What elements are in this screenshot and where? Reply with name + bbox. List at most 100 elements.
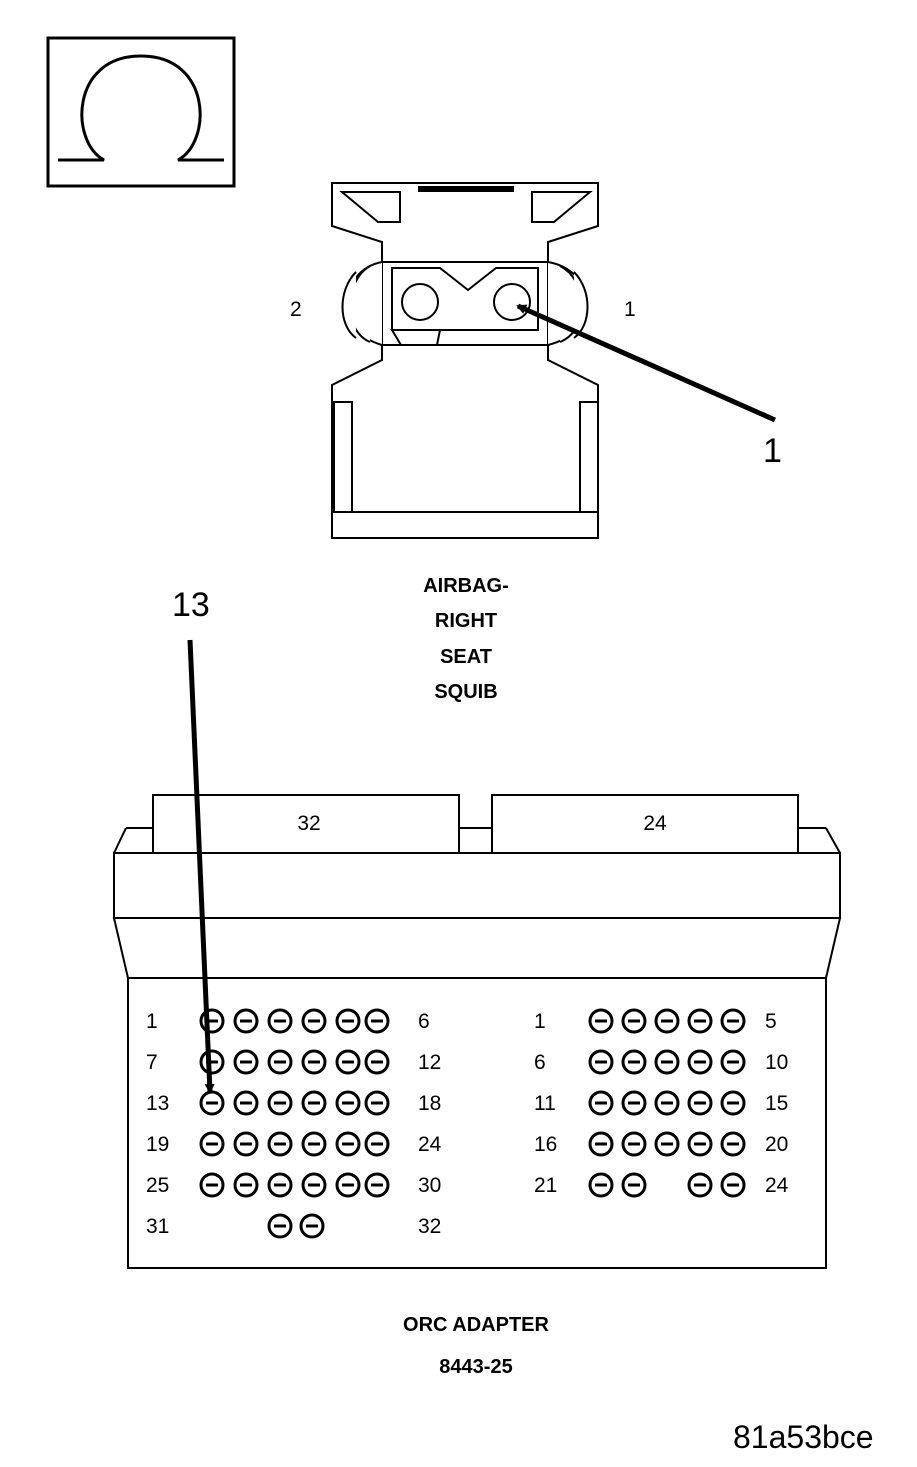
left-block-pin	[199, 1090, 225, 1116]
squib-pin-1	[493, 283, 531, 321]
right-row-3-end: 15	[765, 1092, 788, 1115]
left-block-pin	[267, 1131, 293, 1157]
squib-caption-line-1: AIRBAG-	[423, 575, 509, 597]
adapter-caption-line-2: 8443-25	[439, 1356, 512, 1378]
left-block-pin	[199, 1049, 225, 1075]
left-block-pin	[335, 1172, 361, 1198]
right-row-1-start: 1	[534, 1010, 546, 1033]
left-block-pin	[364, 1131, 390, 1157]
squib-pin-left-label: 2	[290, 298, 302, 321]
right-row-3-start: 11	[534, 1092, 556, 1115]
right-block-pin	[687, 1008, 713, 1034]
ohmmeter-icon	[46, 36, 236, 188]
right-block-pin	[654, 1049, 680, 1075]
left-block-pin	[364, 1049, 390, 1075]
left-row-1-end: 6	[418, 1010, 430, 1033]
callout-13-label: 13	[172, 586, 210, 624]
left-row-4-end: 24	[418, 1133, 442, 1156]
callout-1-arrow	[516, 303, 777, 423]
left-row-6-end: 32	[418, 1215, 441, 1238]
adapter-pins	[199, 1008, 746, 1239]
left-block-pin	[301, 1049, 327, 1075]
left-block-pin	[301, 1131, 327, 1157]
right-block-pin	[687, 1172, 713, 1198]
callout-1-label: 1	[763, 432, 782, 470]
connector-32-label: 32	[297, 812, 320, 835]
right-row-2-end: 10	[765, 1051, 788, 1074]
right-row-5-start: 21	[534, 1174, 557, 1197]
right-block-pin	[654, 1090, 680, 1116]
right-block-pin	[621, 1049, 647, 1075]
left-row-3-start: 13	[146, 1092, 169, 1115]
left-block-pin	[299, 1213, 325, 1239]
left-block-pin	[267, 1213, 293, 1239]
squib-pin-2	[401, 283, 439, 321]
left-block-pin	[335, 1008, 361, 1034]
left-block-pin	[233, 1049, 259, 1075]
left-block-pin	[199, 1131, 225, 1157]
left-block-pin	[335, 1131, 361, 1157]
right-block-pin	[621, 1172, 647, 1198]
right-block-pin	[720, 1131, 746, 1157]
right-block-pin	[720, 1049, 746, 1075]
right-row-4-start: 16	[534, 1133, 557, 1156]
right-block-pin	[588, 1131, 614, 1157]
right-block-pin	[687, 1131, 713, 1157]
right-block-pin	[687, 1049, 713, 1075]
squib-caption-line-2: RIGHT	[435, 610, 497, 632]
right-block-pin	[588, 1090, 614, 1116]
right-block-pin	[720, 1172, 746, 1198]
left-block-pin	[233, 1172, 259, 1198]
left-block-pin	[233, 1090, 259, 1116]
right-row-5-end: 24	[765, 1174, 789, 1197]
left-row-3-end: 18	[418, 1092, 441, 1115]
right-block-pin	[621, 1131, 647, 1157]
left-block-pin	[267, 1008, 293, 1034]
right-row-2-start: 6	[534, 1051, 546, 1074]
adapter-caption-line-1: ORC ADAPTER	[403, 1314, 549, 1336]
right-block-pin	[621, 1090, 647, 1116]
left-row-6-start: 31	[146, 1215, 169, 1238]
right-row-1-end: 5	[765, 1010, 777, 1033]
right-block-pin	[654, 1131, 680, 1157]
connector-32-housing	[152, 794, 460, 854]
left-row-2-start: 7	[146, 1051, 158, 1074]
left-block-pin	[301, 1172, 327, 1198]
right-block-pin	[720, 1008, 746, 1034]
figure-id: 81a53bce	[733, 1419, 874, 1455]
right-block-pin	[588, 1049, 614, 1075]
left-block-pin	[301, 1090, 327, 1116]
left-block-pin	[335, 1090, 361, 1116]
squib-caption-line-3: SEAT	[440, 646, 492, 668]
left-row-5-start: 25	[146, 1174, 169, 1197]
left-block-pin	[267, 1090, 293, 1116]
right-row-4-end: 20	[765, 1133, 788, 1156]
left-block-pin	[301, 1008, 327, 1034]
latch-window-right	[531, 191, 593, 223]
right-block-pin	[720, 1090, 746, 1116]
right-block-pin	[588, 1172, 614, 1198]
squib-pin-right-label: 1	[624, 298, 636, 321]
callout-13-arrow	[187, 639, 215, 1094]
left-row-2-end: 12	[418, 1051, 441, 1074]
left-row-1-start: 1	[146, 1010, 158, 1033]
left-row-4-start: 19	[146, 1133, 169, 1156]
squib-connector	[331, 182, 599, 539]
left-block-pin	[267, 1172, 293, 1198]
left-row-5-end: 30	[418, 1174, 441, 1197]
left-block-pin	[364, 1090, 390, 1116]
left-block-pin	[364, 1008, 390, 1034]
latch-window-left	[339, 191, 401, 223]
left-block-pin	[233, 1008, 259, 1034]
orc-adapter	[112, 794, 842, 1269]
right-block-pin	[588, 1008, 614, 1034]
left-block-pin	[267, 1049, 293, 1075]
right-block-pin	[621, 1008, 647, 1034]
left-block-pin	[199, 1172, 225, 1198]
left-block-pin	[335, 1049, 361, 1075]
squib-caption-line-4: SQUIB	[434, 681, 497, 703]
left-block-pin	[364, 1172, 390, 1198]
right-block-pin	[687, 1090, 713, 1116]
right-block-pin	[654, 1008, 680, 1034]
